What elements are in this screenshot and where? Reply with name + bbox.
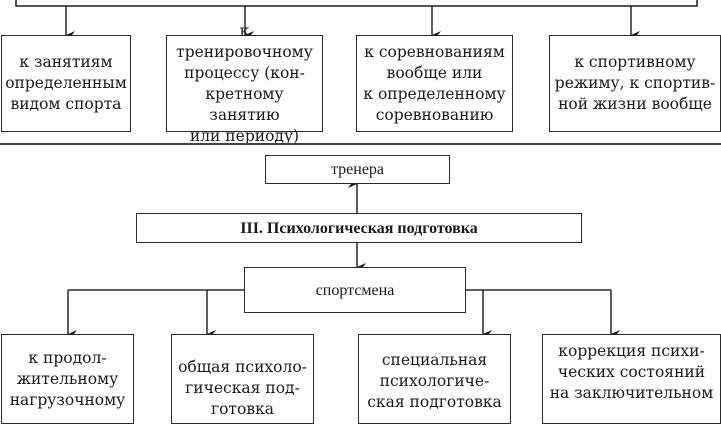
psychological-preparation-title: III. Психологическая подготовка: [240, 219, 478, 237]
athlete-box: спортсмена: [244, 267, 466, 313]
section-divider: [0, 143, 721, 145]
upper-box-sport-type: к занятиям определенным видом спорта: [1, 35, 131, 132]
connector-lines: [15, 0, 698, 338]
lower-box-text: к продол- жительному нагрузочному: [9, 349, 126, 409]
athlete-box-text: спортсмена: [315, 281, 395, 299]
lower-box-text: коррекция психи- ческих состояний на зак…: [549, 342, 714, 402]
coach-box-text: тренера: [330, 161, 385, 178]
lower-box-state-correction: коррекция психи- ческих состояний на зак…: [542, 334, 721, 424]
upper-box-text: к занятиям определенным видом спорта: [5, 53, 127, 113]
lower-box-load: к продол- жительному нагрузочному: [1, 334, 134, 424]
lower-box-special-prep: специальная психологиче- ская подготовка: [358, 334, 511, 424]
lower-box-general-prep: общая психоло- гическая под- готовка: [171, 334, 314, 424]
psychological-preparation-box: III. Психологическая подготовка: [136, 213, 582, 243]
lower-box-text: специальная психологиче- ская подготовка: [367, 351, 502, 411]
coach-box: тренера: [265, 155, 450, 184]
upper-box-text: к соревнованиям вообще или к определенно…: [363, 42, 506, 124]
lower-box-text: общая психоло- гическая под- готовка: [178, 358, 307, 418]
upper-box-text: к тренировочному процессу (кон- кретному…: [176, 21, 313, 145]
upper-box-training-process: к тренировочному процессу (кон- кретному…: [166, 22, 323, 145]
upper-box-text: к спортивному режиму, к спортив- ной жиз…: [554, 53, 716, 113]
upper-box-sport-regime: к спортивному режиму, к спортив- ной жиз…: [549, 35, 721, 132]
upper-box-competitions: к соревнованиям вообще или к определенно…: [356, 35, 513, 132]
top-parent-box: [15, 0, 698, 7]
